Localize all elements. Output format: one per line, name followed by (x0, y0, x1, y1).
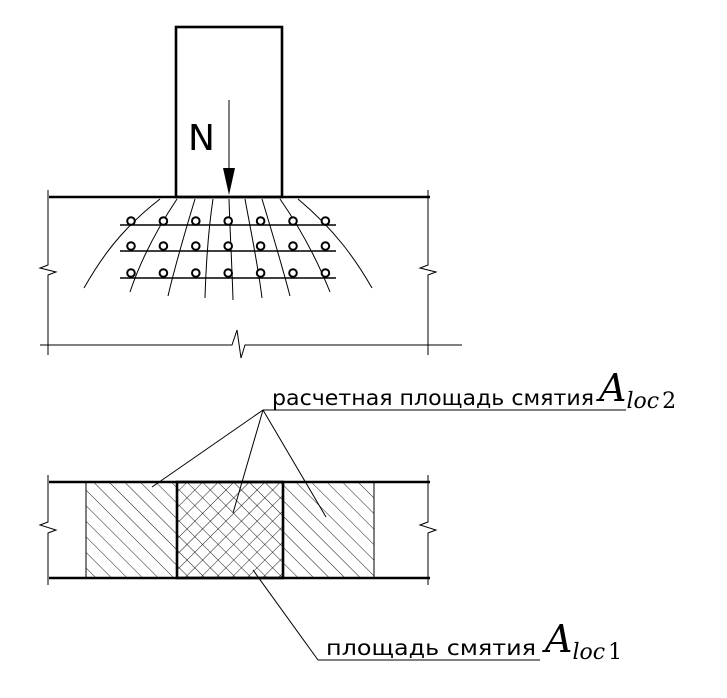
rebar-bar (223, 268, 233, 278)
rebar-bar (223, 241, 233, 251)
stress-trajectories (83, 198, 373, 301)
rebar-bar (191, 268, 201, 278)
rebar-bar (320, 216, 331, 226)
plan-left-break-line (38, 475, 58, 585)
rebar-bar (288, 241, 298, 251)
loaded-area-hatch-b (177, 482, 283, 578)
rebar-bar (191, 216, 201, 226)
rebar-bar (126, 268, 136, 278)
rebar-bar (255, 241, 266, 251)
rebar-bar (255, 268, 266, 278)
rebar-bar (255, 216, 266, 226)
rebar-bar (158, 241, 169, 251)
plan-right-break-line (418, 475, 438, 585)
rebar-bars (126, 216, 331, 278)
rebar-bar (191, 241, 201, 251)
elevation-view: N (38, 25, 462, 359)
load-label: N (188, 118, 215, 159)
rebar-bar (320, 241, 331, 251)
rebar-bar (320, 268, 331, 278)
calc-bearing-area-right (283, 482, 374, 578)
rebar-bar (158, 268, 169, 278)
right-break-line (418, 190, 438, 355)
plan-view (38, 475, 438, 585)
bearing-area-label: площадь смятия (326, 636, 536, 660)
left-break-line (38, 190, 58, 355)
rebar-bar (126, 216, 136, 226)
rebar-bar (288, 268, 298, 278)
rebar-bar (223, 216, 233, 226)
load-arrow (223, 100, 235, 195)
calc-bearing-area-left (86, 482, 177, 578)
rebar-bar (158, 216, 169, 226)
calc-area-label: расчетная площадь смятия (272, 386, 594, 410)
slab-bottom-break-line (40, 329, 462, 359)
rebar-bar (126, 241, 136, 251)
rebar-bar (288, 216, 298, 226)
